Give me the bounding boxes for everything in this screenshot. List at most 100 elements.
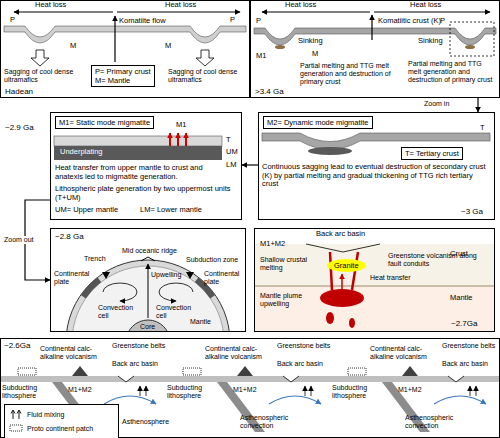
diagram-label: Continental plate	[204, 270, 244, 286]
art-polygon	[402, 366, 418, 376]
diagram-label: Subducting lithosphere	[167, 384, 212, 400]
art-polygon	[196, 50, 214, 66]
diagram-label: Subduction zone	[186, 256, 238, 264]
diagram-label: Heat transfer from upper mantle to crust…	[55, 164, 223, 181]
art-path	[283, 376, 299, 382]
art-svg	[9, 409, 23, 419]
art-line	[374, 12, 490, 13]
legend-sample	[9, 423, 23, 435]
diagram-label: Greenstone volcanism along fault conduit…	[388, 252, 488, 268]
age-label: >3.4 Ga	[255, 87, 284, 96]
art-line	[140, 386, 141, 396]
diagram-label: Komatiitic crust (K)	[378, 17, 441, 26]
diagram-label: Continental calc-alkaline volcanism	[40, 345, 110, 361]
art-path	[11, 410, 21, 419]
diagram-label: Convection cell	[98, 304, 142, 320]
diagram-label: Convection cell	[156, 304, 200, 320]
zoom-arrow	[242, 164, 258, 165]
diagram-label: Back arc basin	[112, 360, 158, 368]
diagram-label: LM	[226, 161, 236, 170]
diagram-label: Greenstone belts	[277, 342, 330, 350]
diagram-label: Back arc basin	[316, 230, 365, 239]
art-line	[146, 386, 147, 396]
art-polygon	[186, 272, 194, 279]
art-path	[306, 244, 380, 252]
edge-label: Zoom out	[3, 236, 35, 244]
zoom-arrow	[477, 98, 478, 112]
granite-label: Granite	[334, 261, 359, 270]
static-migmatite-art	[54, 133, 222, 160]
diagram-label: Subducting lithosphere	[332, 384, 377, 400]
legend-row: Proto continent patch	[9, 423, 114, 435]
art-path	[104, 396, 156, 404]
diagram-label: Back arc basin	[277, 360, 323, 368]
diagram-label: Mantle plume upwelling	[260, 292, 316, 308]
art-line	[476, 386, 477, 396]
legend-text: Fluid mixing	[27, 411, 64, 419]
art-line	[14, 12, 113, 13]
art-line	[177, 133, 179, 146]
age-label: ~3 Ga	[461, 207, 483, 216]
art-path	[159, 283, 193, 301]
art-path	[4, 26, 246, 43]
art-path	[254, 28, 496, 45]
diagram-label: Continental calc-alkaline volcanism	[370, 345, 440, 361]
art-line	[255, 286, 494, 287]
art-ellipse	[349, 318, 355, 328]
art-ellipse	[320, 289, 364, 307]
diagram-label: UM= Upper mantle	[55, 206, 118, 215]
diagram-label: Shallow crustal melting	[260, 256, 318, 272]
diagram-label: Asthenosphere	[122, 418, 169, 426]
art-path	[269, 396, 321, 404]
diagram-label: Trench	[84, 255, 106, 263]
art-ellipse	[275, 45, 285, 49]
diagram-label: Asthenospheric convection	[240, 414, 320, 430]
key-text: P= Primary crust	[95, 67, 151, 76]
legend-text: Proto continent patch	[27, 425, 93, 433]
art-rect	[183, 368, 201, 375]
art-rect	[450, 22, 494, 56]
age-label: ~2.9 Ga	[5, 123, 34, 132]
art-line	[114, 16, 115, 62]
art-line	[341, 274, 343, 290]
art-rect	[0, 376, 500, 382]
diagram-label: Partial melting and TTG melt generation …	[408, 60, 496, 84]
diagram-label: M1	[256, 52, 266, 61]
diagram-label: M1+M2	[398, 386, 422, 394]
diagram-label: Continuous sagging lead to eventual dest…	[262, 163, 490, 189]
key-text: M2= Dynamic mode migmatite	[267, 118, 369, 127]
diagram-label: Subducting lithosphere	[2, 384, 47, 400]
diagram-label: P	[256, 17, 261, 26]
key-box: T= Tertiary crust	[401, 147, 463, 160]
diagram-label: P	[10, 16, 15, 25]
art-rect	[255, 244, 494, 286]
diagram-label: Komatiite flow	[119, 17, 166, 26]
stage-panel: >3.4 Ga	[250, 0, 500, 98]
diagram-label: M1+M2	[260, 240, 285, 249]
diagram-label: Back arc basin	[442, 360, 488, 368]
key-text: M1= Static mode migmatite	[59, 118, 150, 127]
art-path	[83, 280, 99, 297]
art-g	[348, 366, 486, 432]
art-path	[330, 252, 332, 290]
art-line	[148, 264, 149, 318]
art-line	[311, 386, 312, 396]
art-rect	[348, 368, 366, 375]
diagram-label: Heat loss	[285, 1, 316, 10]
art-polygon	[72, 366, 88, 376]
art-path	[103, 283, 137, 301]
diagram-label: Heat loss	[35, 1, 66, 10]
key-text: M= Mantle	[95, 76, 151, 85]
age-label: Hadean	[5, 87, 33, 96]
diagram-label: Mid oceanic ridge	[122, 247, 177, 255]
diagram-label: Heat transfer	[370, 274, 410, 282]
diagram-label: Sinking	[418, 37, 443, 46]
legend-box: Fluid mixingProto continent patch	[4, 404, 119, 438]
hadean-art	[4, 12, 246, 66]
legend-row: Fluid mixing	[9, 409, 114, 421]
stage-panel: Hadean P= Primary crustM= Mantle	[0, 0, 250, 98]
diagram-label: Continental plate	[54, 270, 94, 286]
diagram-label: LM= Lower mantle	[140, 206, 202, 215]
art-rect	[10, 425, 22, 431]
